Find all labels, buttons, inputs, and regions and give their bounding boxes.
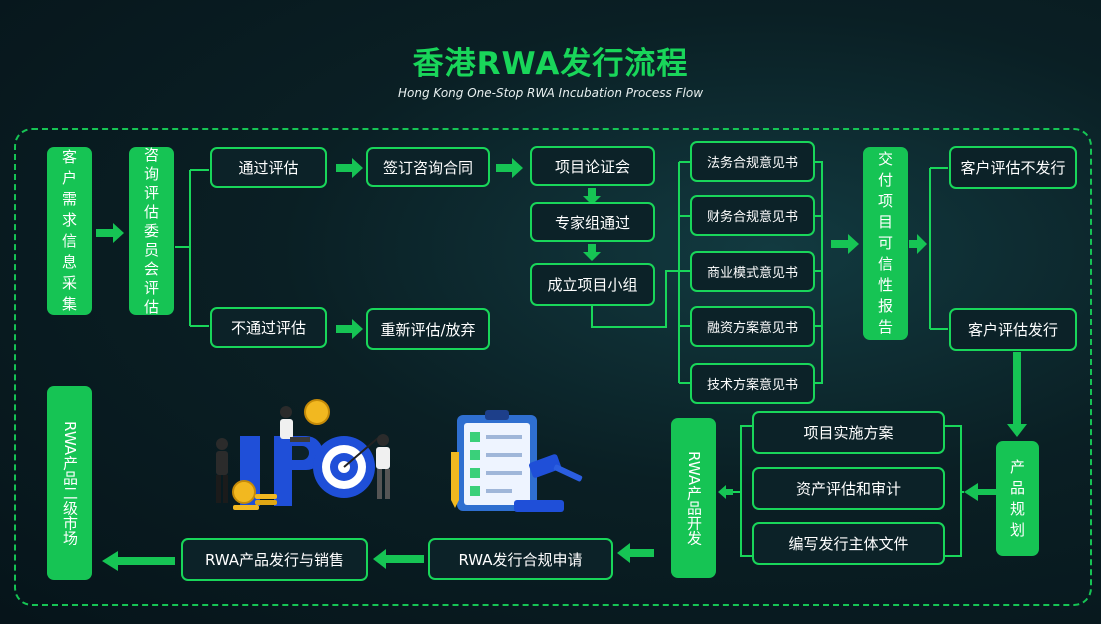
arrow-sign-demo [496,158,523,178]
arrow-docs-dev [718,485,733,499]
arrow-pass-sign [336,158,363,178]
node-sign: 签订咨询合同 [366,147,490,187]
node-market: RWA产品二级市场 [47,386,92,580]
node-expert: 专家组通过 [530,202,655,242]
page-title: 香港RWA发行流程 [412,46,689,82]
node-deliver: 交付项目可信性报告 [863,147,908,340]
arrow-demo-expert [583,188,601,205]
node-reassess: 重新评估/放弃 [366,308,490,350]
node-sale: RWA产品发行与销售 [181,538,368,581]
node-docs: 编写发行主体文件 [752,522,945,565]
node-not-issue: 客户评估不发行 [949,146,1077,189]
node-committee: 咨询评估委员会评估 [129,146,174,316]
arrow-plan-docs [964,483,1003,501]
arrow-sale-market [102,551,175,571]
arrow-dev-apply [617,543,654,563]
node-fail: 不通过评估 [210,307,327,348]
arrow-deliver-branch [909,234,927,254]
arrow-expert-team [583,244,601,261]
node-financing: 融资方案意见书 [690,306,815,347]
node-finance: 财务合规意见书 [690,195,815,236]
page-subtitle: Hong Kong One-Stop RWA Incubation Proces… [397,86,704,100]
node-business: 商业模式意见书 [690,251,815,292]
node-issue: 客户评估发行 [949,308,1077,351]
arrow-opinions-deliver [831,234,859,254]
node-audit: 资产评估和审计 [752,467,945,510]
node-collect: 客户需求信息采集 [47,147,92,315]
arrow-collect-committee [96,223,124,243]
node-legal: 法务合规意见书 [690,141,815,182]
node-apply: RWA发行合规申请 [428,538,613,580]
arrow-apply-sale [373,549,424,569]
arrow-issue-plan [1007,352,1027,437]
node-plan: 产品规划 [996,441,1039,556]
node-dev: RWA产品开发 [671,418,716,578]
flow-frame [14,128,1092,606]
node-tech: 技术方案意见书 [690,363,815,404]
node-impl: 项目实施方案 [752,411,945,454]
node-team: 成立项目小组 [530,263,655,306]
node-pass: 通过评估 [210,147,327,188]
node-demo: 项目论证会 [530,146,655,186]
arrow-fail-reassess [336,319,363,339]
